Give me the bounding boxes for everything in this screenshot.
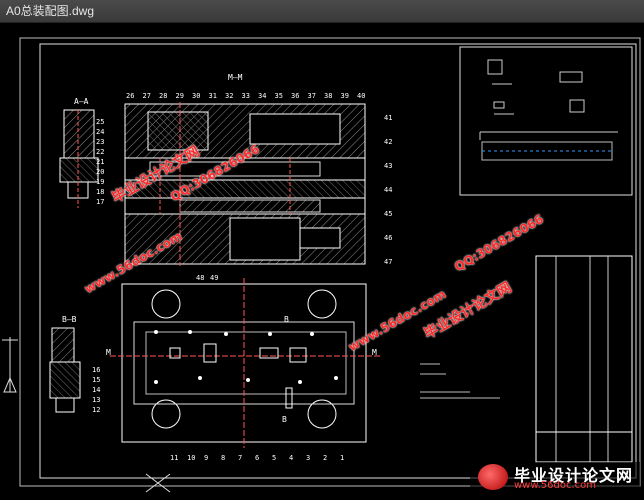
callout-number: 49 xyxy=(210,274,218,282)
b-marker-bottom: B xyxy=(282,415,287,424)
callout-number: 5 xyxy=(272,454,276,462)
callout-number: 36 xyxy=(291,92,299,100)
callout-number: 16 xyxy=(92,366,100,374)
m-marker-left: M xyxy=(106,348,111,357)
callout-number: 23 xyxy=(96,138,104,146)
callout-number: 42 xyxy=(384,138,392,146)
callout-number: 4 xyxy=(289,454,293,462)
detail-box xyxy=(459,46,633,196)
logo-icon xyxy=(478,464,508,490)
sheet-outer-frame xyxy=(19,37,641,487)
callout-number: 35 xyxy=(275,92,283,100)
site-logo: 毕业设计论文网 www.56doc.com xyxy=(470,462,640,492)
section-mm-label: M—M xyxy=(228,73,243,82)
sheet-inner-frame xyxy=(39,43,637,479)
callout-number: 8 xyxy=(221,454,225,462)
callout-number: 2 xyxy=(323,454,327,462)
section-aa-label: A—A xyxy=(74,97,89,106)
callout-number: 27 xyxy=(143,92,151,100)
section-bb-label: B—B xyxy=(62,315,77,324)
technical-notes xyxy=(420,363,500,399)
callout-number: 19 xyxy=(96,178,104,186)
callout-number: 30 xyxy=(192,92,200,100)
callout-number: 41 xyxy=(384,114,392,122)
mid-bottom-callouts: 48 49 xyxy=(196,274,218,282)
callout-number: 38 xyxy=(324,92,332,100)
callout-number: 15 xyxy=(92,376,100,384)
title-bar: A0总装配图.dwg xyxy=(0,0,644,23)
callout-number: 3 xyxy=(306,454,310,462)
section-aa-view xyxy=(59,109,99,208)
top-callouts: 26 27 28 29 30 31 32 33 34 35 36 37 38 39 40 xyxy=(126,92,365,100)
parts-list-table xyxy=(535,255,633,463)
callout-number: 32 xyxy=(225,92,233,100)
callout-number: 20 xyxy=(96,168,104,176)
callout-number: 12 xyxy=(92,406,100,414)
b-marker-top: B xyxy=(284,315,289,324)
logo-title: 毕业设计论文网 xyxy=(514,466,634,485)
callout-number: 24 xyxy=(96,128,104,136)
callout-number: 43 xyxy=(384,162,392,170)
callout-number: 29 xyxy=(176,92,184,100)
callout-number: 22 xyxy=(96,148,104,156)
left-callouts-aa: 25 24 23 22 21 20 19 18 17 xyxy=(96,118,104,206)
callout-number: 40 xyxy=(357,92,365,100)
callout-number: 18 xyxy=(96,188,104,196)
callout-number: 34 xyxy=(258,92,266,100)
callout-number: 39 xyxy=(341,92,349,100)
callout-number: 21 xyxy=(96,158,104,166)
callout-number: 26 xyxy=(126,92,134,100)
callout-number: 25 xyxy=(96,118,104,126)
callout-number: 48 xyxy=(196,274,204,282)
ucs-icon xyxy=(2,337,18,393)
window-title: A0总装配图.dwg xyxy=(6,4,95,18)
callout-number: 6 xyxy=(255,454,259,462)
callout-number: 46 xyxy=(384,234,392,242)
callout-number: 11 xyxy=(170,454,178,462)
callout-number: 31 xyxy=(209,92,217,100)
callout-number: 1 xyxy=(340,454,344,462)
bb-callouts: 16 15 14 13 12 xyxy=(92,366,100,414)
callout-number: 37 xyxy=(308,92,316,100)
callout-number: 13 xyxy=(92,396,100,404)
right-callouts: 41 42 43 44 45 46 47 xyxy=(384,114,392,266)
crosshair-icon xyxy=(145,473,171,493)
callout-number: 17 xyxy=(96,198,104,206)
callout-number: 7 xyxy=(238,454,242,462)
plan-view xyxy=(110,278,380,448)
callout-number: 14 xyxy=(92,386,100,394)
callout-number: 28 xyxy=(159,92,167,100)
m-marker-right: M xyxy=(372,348,377,357)
callout-number: 44 xyxy=(384,186,392,194)
logo-url: www.56doc.com xyxy=(514,480,597,491)
callout-number: 45 xyxy=(384,210,392,218)
callout-number: 10 xyxy=(187,454,195,462)
plan-bottom-callouts: 11 10 9 8 7 6 5 4 3 2 1 xyxy=(170,454,344,462)
callout-number: 9 xyxy=(204,454,208,462)
section-mm-view xyxy=(124,102,366,266)
section-bb-view xyxy=(49,327,81,413)
callout-number: 47 xyxy=(384,258,392,266)
callout-number: 33 xyxy=(242,92,250,100)
